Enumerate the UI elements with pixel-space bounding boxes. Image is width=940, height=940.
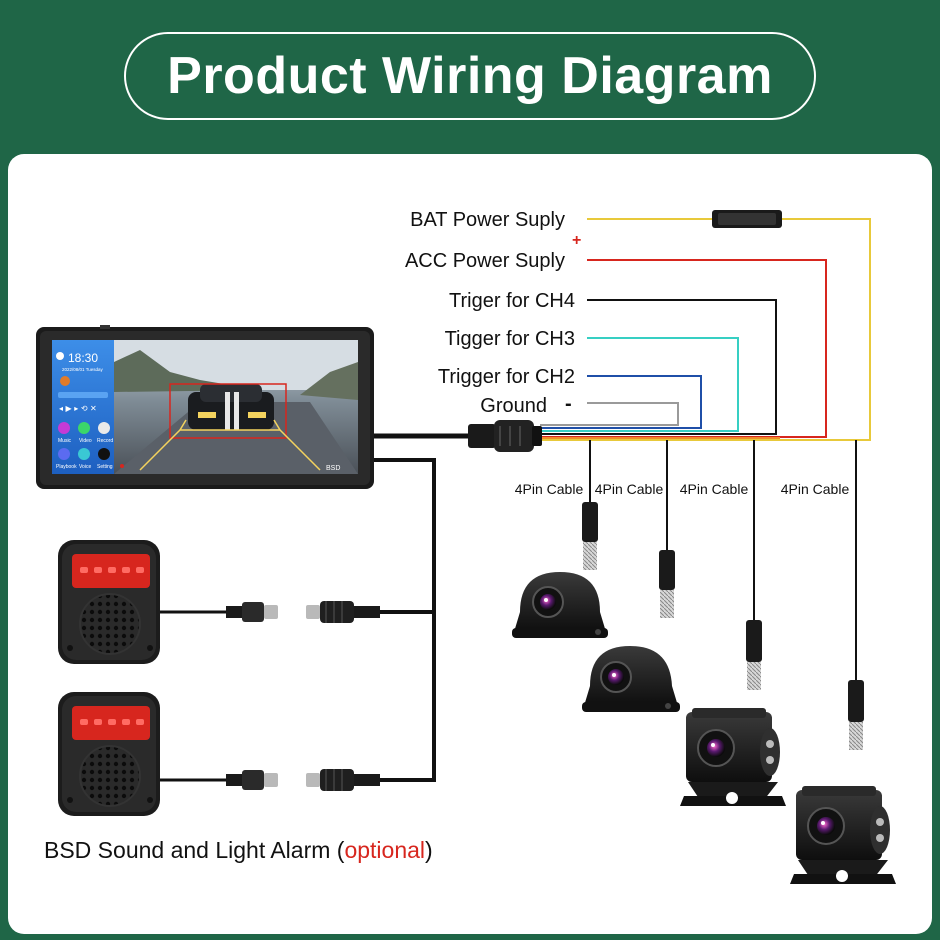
ch4-wire <box>540 299 777 435</box>
bsd-alarm-upper <box>58 540 160 664</box>
bsd-badge: BSD <box>326 465 340 472</box>
harness-connector <box>468 424 496 448</box>
monitor: 18:30 2022/08/01 Tuesday ◂ ▶ ▸ ⟲ ✕ Music… <box>36 325 374 489</box>
acc-polarity: + <box>572 232 581 249</box>
wire-label-bat: BAT Power Suply <box>410 209 565 231</box>
alarm-caption-suffix: ) <box>425 837 433 863</box>
alarm-caption-prefix: BSD Sound and Light Alarm ( <box>44 837 345 863</box>
wire-labels: BAT Power Suply + ACC Power Suply Triger… <box>405 209 581 417</box>
screen-date: 2022/08/01 Tuesday <box>62 367 104 372</box>
ground-polarity: - <box>565 393 572 415</box>
app-record[interactable]: Record <box>97 438 113 444</box>
wire-label-ground: Ground <box>480 395 547 417</box>
detection-box <box>169 383 287 439</box>
alarm-caption: BSD Sound and Light Alarm (optional) <box>44 837 433 863</box>
main-harness <box>372 420 542 452</box>
title-banner: Product Wiring Diagram <box>124 32 816 120</box>
cable-label-1: 4Pin Cable <box>515 481 584 497</box>
pin-connector-4 <box>848 680 864 750</box>
side-camera-1 <box>512 572 608 638</box>
aviation-connector-lower <box>226 769 380 791</box>
cable-label-3: 4Pin Cable <box>680 481 749 497</box>
app-music[interactable]: Music <box>58 438 72 444</box>
aviation-connector-upper <box>226 601 380 623</box>
pin-connector-1 <box>582 502 598 570</box>
wire-label-ch2: Trigger for CH2 <box>438 366 575 388</box>
alarm-caption-optional: optional <box>344 837 425 863</box>
wire-label-acc: ACC Power Suply <box>405 250 565 272</box>
rear-camera-4 <box>790 786 896 884</box>
alarm-speaker-icon <box>79 745 141 807</box>
pin-connectors <box>582 502 864 750</box>
camera-cables <box>589 440 857 680</box>
app-voice[interactable]: Voice <box>79 464 91 470</box>
screen-car <box>188 384 274 430</box>
side-camera-2 <box>582 646 680 712</box>
cable-label-2: 4Pin Cable <box>595 481 664 497</box>
power-wires <box>540 210 871 441</box>
app-video[interactable]: Video <box>79 438 92 444</box>
fuse-holder <box>712 210 782 228</box>
cable-labels: 4Pin Cable 4Pin Cable 4Pin Cable 4Pin Ca… <box>515 481 850 497</box>
alarm-wiring <box>160 458 436 782</box>
bat-wire <box>540 218 871 441</box>
page-title: Product Wiring Diagram <box>167 47 773 105</box>
ground-wire <box>540 402 679 426</box>
wire-label-ch3: Tigger for CH3 <box>445 328 575 350</box>
pin-connector-2 <box>659 550 675 618</box>
acc-wire <box>540 259 827 438</box>
alarm-speaker-icon <box>79 593 141 655</box>
pin-connector-3 <box>746 620 762 690</box>
svg-text:◂ ▶ ▸ ⟲ ✕: ◂ ▶ ▸ ⟲ ✕ <box>59 404 97 413</box>
bsd-alarm-lower <box>58 692 160 816</box>
ch3-wire <box>540 337 739 432</box>
rear-camera-3 <box>680 708 786 806</box>
wire-label-ch4: Triger for CH4 <box>449 290 575 312</box>
cable-label-4: 4Pin Cable <box>781 481 850 497</box>
app-playbook[interactable]: Playbook <box>56 464 77 470</box>
app-setting[interactable]: Setting <box>97 464 113 470</box>
ch2-wire <box>540 375 702 429</box>
screen-time: 18:30 <box>68 351 98 365</box>
